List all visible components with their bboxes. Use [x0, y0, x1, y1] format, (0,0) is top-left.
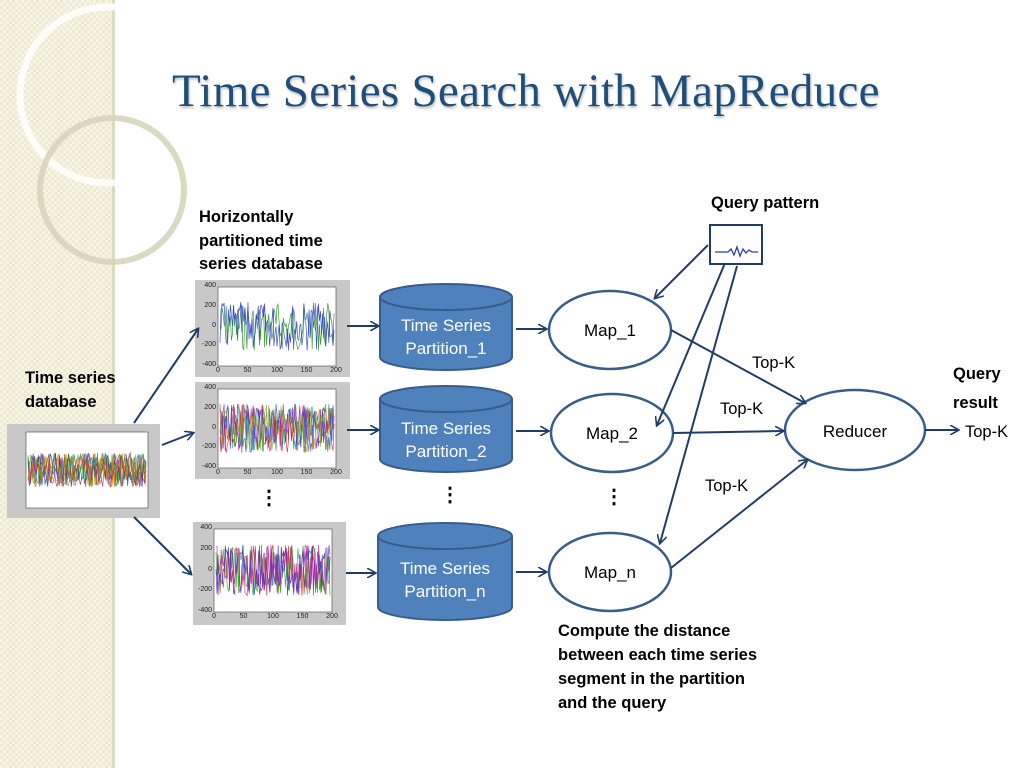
topk-label-map1: Top-K	[752, 354, 796, 372]
database-line-1: Time series	[25, 369, 116, 387]
partition-2-text: Time Series Partition_2	[380, 417, 512, 463]
y-tick-label: -200	[201, 443, 216, 451]
partition-n-line-2: Partition_n	[404, 582, 486, 601]
partition-1-line-2: Partition_1	[405, 339, 487, 358]
x-tick-label: 50	[243, 469, 252, 476]
flow-arrows	[133, 244, 958, 574]
query-result-line-1: Query	[953, 365, 1001, 383]
y-tick-label: 400	[200, 524, 212, 531]
map-n-node	[547, 531, 673, 613]
y-tick-label: -200	[197, 586, 212, 594]
compute-line-4: and the query	[558, 694, 667, 712]
partition-plot-2	[195, 382, 350, 479]
x-tick-label: 150	[300, 367, 313, 374]
horizontally-line-1: Horizontally	[199, 208, 294, 226]
series-trace	[215, 544, 331, 597]
map-2-label: Map_2	[586, 424, 638, 443]
slide-title: Time Series Search with MapReduce	[172, 65, 880, 117]
x-tick-label: 200	[326, 613, 338, 620]
ellipsis-plots: ⋮	[259, 487, 279, 509]
series-trace	[219, 404, 335, 453]
y-tick-label: 0	[212, 423, 216, 431]
partition-cylinder-n	[377, 522, 513, 621]
x-tick-label: 50	[243, 367, 252, 374]
y-tick-label: -400	[197, 607, 212, 614]
x-tick-label: 150	[296, 613, 309, 620]
x-tick-label: 0	[212, 613, 216, 620]
x-tick-label: 200	[330, 367, 342, 374]
map-n-label: Map_n	[584, 563, 636, 582]
compute-line-3: segment in the partition	[558, 670, 746, 688]
partition-2-line-2: Partition_2	[405, 442, 487, 461]
y-tick-label: 0	[208, 565, 212, 573]
partition-1-line-1: Time Series	[400, 316, 492, 335]
x-tick-label: 150	[300, 469, 313, 476]
partition-2-line-1: Time Series	[400, 419, 492, 438]
query-result-label: Query result	[953, 360, 1001, 418]
ellipsis-partitions: ⋮	[440, 484, 460, 506]
x-tick-label: 100	[267, 613, 279, 620]
map-1-label: Map_1	[584, 321, 636, 340]
y-tick-label: 200	[200, 544, 212, 552]
partition-n-line-1: Time Series	[399, 559, 491, 578]
y-tick-label: 200	[204, 301, 216, 309]
topk-label-map2: Top-K	[720, 400, 764, 418]
query-result-line-2: result	[953, 394, 998, 412]
horizontally-line-3: series database	[199, 255, 323, 273]
y-tick-label: 400	[204, 384, 216, 391]
series-trace	[219, 302, 335, 351]
topk-label-result: Top-K	[965, 423, 1009, 441]
partition-n-text: Time Series Partition_n	[378, 557, 512, 603]
partition-cylinder-1	[379, 283, 513, 371]
query-pattern-box	[709, 224, 763, 265]
horizontally-line-2: partitioned time	[199, 231, 323, 250]
compute-line-1: Compute the distance	[558, 622, 731, 640]
x-tick-label: 50	[239, 613, 248, 620]
y-tick-label: 200	[204, 403, 216, 411]
series-trace	[27, 452, 147, 488]
query-pattern-label: Query pattern	[711, 194, 820, 212]
database-plot	[7, 424, 160, 518]
decorative-sidebar	[0, 0, 112, 768]
y-tick-label: 400	[204, 282, 216, 289]
x-tick-label: 0	[216, 367, 220, 374]
x-tick-label: 100	[271, 469, 283, 476]
partition-plot-n	[193, 522, 346, 625]
series-trace	[219, 404, 335, 453]
time-series-database-label: Time series database	[25, 366, 116, 414]
decorative-rings	[16, 3, 200, 265]
sidebar-edge	[112, 0, 115, 768]
series-trace	[27, 452, 147, 487]
partition-1-text: Time Series Partition_1	[380, 314, 512, 360]
x-tick-label: 200	[330, 469, 342, 476]
reducer-label: Reducer	[822, 422, 888, 441]
y-tick-label: -400	[201, 463, 216, 470]
series-trace	[219, 302, 335, 351]
partition-plot-1	[195, 280, 350, 377]
y-tick-label: 0	[212, 321, 216, 329]
horizontally-partitioned-label: Horizontally partitioned time series dat…	[199, 206, 323, 277]
y-tick-label: -400	[201, 361, 216, 368]
ellipsis-maps: ⋮	[604, 486, 624, 508]
topk-label-mapn: Top-K	[705, 477, 749, 495]
x-tick-label: 100	[271, 367, 283, 374]
y-tick-label: -200	[201, 341, 216, 349]
series-trace	[27, 453, 147, 487]
database-line-2: database	[25, 393, 97, 411]
series-trace	[27, 453, 147, 487]
compute-distance-label: Compute the distance between each time s…	[558, 619, 757, 715]
x-tick-label: 0	[216, 469, 220, 476]
compute-line-2: between each time series	[558, 646, 758, 664]
partition-cylinder-2	[379, 385, 513, 473]
